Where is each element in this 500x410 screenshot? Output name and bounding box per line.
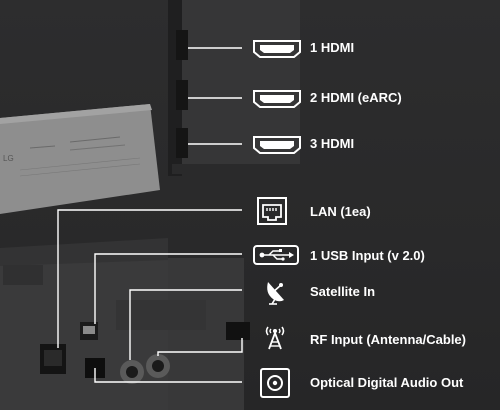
port-label-lan: LAN (1ea): [310, 204, 371, 219]
antenna-icon: [262, 320, 288, 352]
satellite-icon: [262, 278, 288, 306]
port-label-satellite: Satellite In: [310, 284, 376, 299]
ethernet-icon: [256, 196, 288, 226]
port-label-hdmi-1: 1 HDMI: [310, 40, 355, 55]
hdmi-2-icon: [252, 88, 302, 110]
port-label-optical: Optical Digital Audio Out: [310, 375, 464, 390]
optical-icon: [260, 368, 290, 398]
port-label-hdmi-3: 3 HDMI: [310, 136, 355, 151]
hdmi-2-jack: [176, 80, 188, 110]
port-label-hdmi-2: 2 HDMI (eARC): [310, 90, 402, 105]
hdmi-1-jack: [176, 30, 188, 60]
hdmi-1-icon: [252, 38, 302, 60]
port-label-usb: 1 USB Input (v 2.0): [310, 248, 425, 263]
port-label-rf: RF Input (Antenna/Cable): [310, 332, 466, 347]
hdmi-3-jack: [176, 128, 188, 158]
brand-mark: LG: [3, 154, 14, 163]
usb-icon: [252, 244, 300, 266]
rating-label-plate: [0, 104, 160, 214]
hdmi-3-icon: [252, 134, 302, 156]
